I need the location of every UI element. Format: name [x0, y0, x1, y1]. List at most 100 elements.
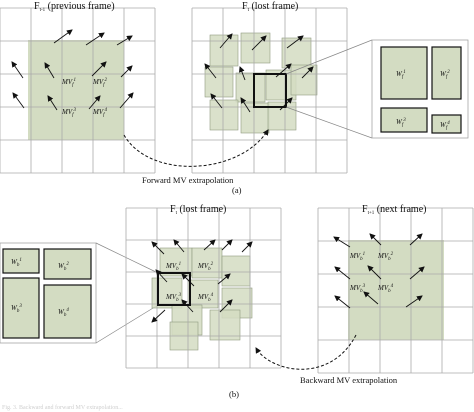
mv-label: MVb4 [197, 293, 214, 303]
zoom-line [95, 304, 159, 344]
mv-label: MVb2 [197, 262, 214, 272]
weight-block-4 [43, 284, 92, 339]
weight-block-2 [431, 46, 462, 100]
target-block-highlight [157, 272, 191, 306]
mv-label: MVf3 [61, 108, 77, 118]
motion-vector-arrow [333, 236, 351, 248]
grid-lines [317, 207, 474, 374]
mv-label: MVb3 [165, 293, 182, 303]
grid-lost-frame-a [191, 7, 348, 174]
projected-block [235, 72, 266, 103]
weight-label: Wb4 [58, 308, 69, 318]
motion-vector-arrow [363, 291, 379, 305]
projected-block [159, 247, 193, 277]
motion-vector-arrows [11, 29, 134, 111]
motion-vector-arrow [120, 65, 133, 78]
forward-extrapolation-arrow [123, 129, 269, 167]
title-lost-frame-b: Ft (lost frame) [170, 204, 226, 216]
weight-label: Wb1 [11, 258, 22, 268]
motion-vector-arrow [119, 92, 134, 109]
motion-vector-arrow [369, 233, 382, 246]
title-lost-frame-a: Ft (lost frame) [242, 1, 298, 13]
projected-block [209, 99, 239, 131]
mv-label: MVb4 [377, 284, 394, 294]
motion-vector-arrow [44, 62, 55, 79]
projected-block [281, 37, 312, 69]
motion-vector-arrow [203, 239, 216, 251]
projected-block [209, 34, 239, 67]
motion-vector-arrow [88, 95, 101, 110]
weight-label: Wf1 [396, 70, 406, 80]
figure-caption-footer: Fig. 3. Backward and forward MV extrapol… [2, 404, 123, 411]
motion-vector-arrow [286, 35, 304, 49]
motion-vector-arrow [151, 309, 166, 323]
motion-vector-arrow [240, 97, 251, 113]
motion-vector-arrow [12, 92, 25, 109]
projected-blocks [204, 32, 318, 134]
mv-label: MVb3 [349, 284, 366, 294]
zoom-line [285, 39, 373, 75]
projected-block [290, 64, 318, 96]
motion-vector-arrow [219, 299, 233, 313]
weight-label: Wf2 [440, 70, 450, 80]
motion-vector-arrow [151, 241, 165, 255]
weight-label: Wb2 [58, 262, 69, 272]
projected-block [191, 247, 223, 279]
motion-vector-arrow [11, 61, 24, 79]
motion-vector-arrow [301, 66, 314, 79]
motion-vector-arrow [334, 266, 351, 280]
weight-block-1 [380, 46, 428, 100]
backward-extrapolation-label: Backward MV extrapolation [300, 375, 398, 385]
motion-vector-arrow [181, 273, 195, 287]
motion-vector-arrow [251, 35, 267, 51]
motion-vector-arrow [85, 32, 105, 46]
motion-vector-arrow [217, 273, 231, 285]
motion-vector-arrow [219, 33, 233, 49]
mv-label: MVf2 [92, 78, 108, 88]
weight-block-2 [43, 248, 92, 280]
shaded-region-next [348, 240, 444, 340]
mv-label: MVb1 [165, 262, 181, 272]
motion-vector-arrow [47, 95, 58, 111]
mv-label: MVf4 [92, 108, 108, 118]
zoom-line [95, 242, 159, 274]
motion-vector-arrow [155, 269, 168, 283]
shaded-region-previous [28, 40, 124, 140]
weight-block-3 [2, 277, 40, 339]
motion-vector-arrow [210, 93, 223, 109]
motion-vector-arrow [91, 61, 107, 77]
motion-vector-arrow [173, 239, 185, 253]
grid-lines [0, 7, 156, 174]
motion-vector-arrow [204, 63, 217, 79]
projected-block [240, 32, 271, 64]
weight-block-4 [431, 114, 462, 134]
title-next-frame: Ft+1 (next frame) [362, 204, 426, 216]
weight-label: Wf3 [396, 118, 406, 128]
motion-vector-arrow [334, 295, 351, 309]
forward-extrapolation-label: Forward MV extrapolation [142, 175, 234, 185]
motion-vector-arrow [409, 266, 425, 280]
motion-vector-arrow [279, 97, 293, 111]
mv-label: MVb2 [377, 252, 394, 262]
motion-vector-arrow [181, 299, 194, 313]
weight-label: Wb3 [11, 304, 22, 314]
motion-vector-arrow [238, 66, 246, 81]
grid-lines [125, 207, 282, 369]
motion-vector-arrow [275, 63, 292, 78]
caption-a: (a) [232, 185, 242, 195]
weight-label: Wf4 [440, 121, 450, 131]
mv-label: MVb1 [349, 252, 365, 262]
motion-vector-arrow [241, 241, 253, 253]
projected-block [221, 255, 251, 287]
caption-b: (b) [229, 389, 239, 399]
motion-vector-arrow [405, 295, 423, 308]
title-previous-frame: Ft-1 (previous frame) [34, 1, 115, 13]
